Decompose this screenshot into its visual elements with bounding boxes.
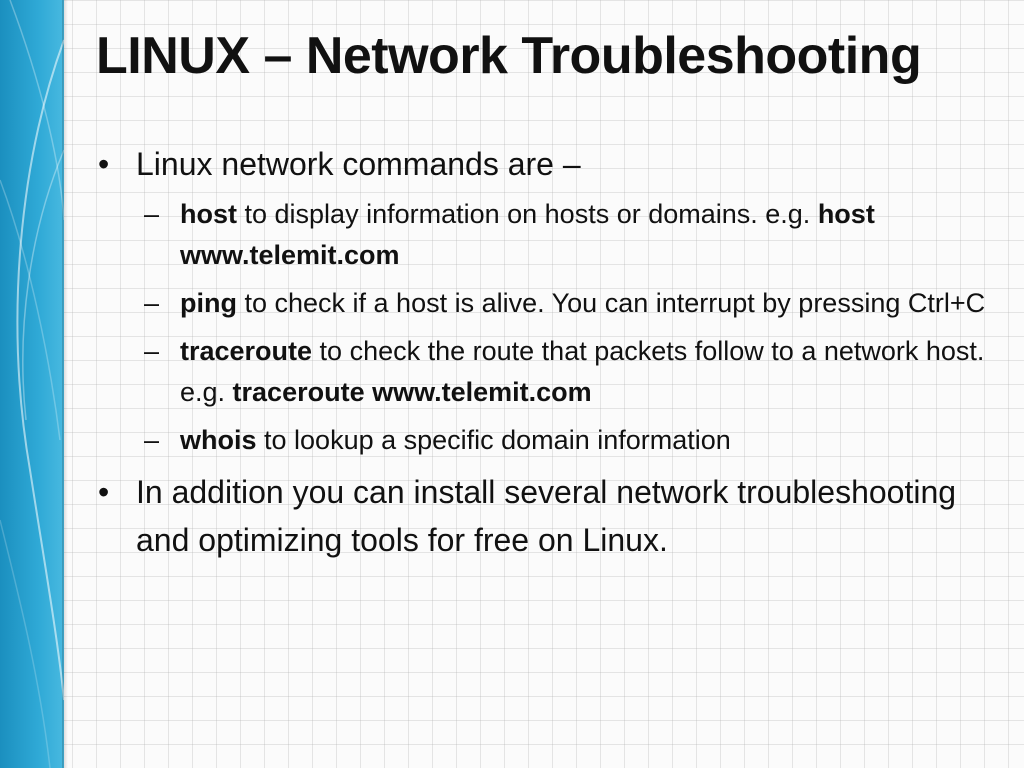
sub-item-dash: – bbox=[144, 288, 160, 318]
command-list: – host to display information on hosts o… bbox=[96, 194, 996, 461]
side-band-shadow bbox=[62, 0, 68, 768]
command-description: to lookup a specific domain information bbox=[256, 425, 731, 455]
sub-item-host: – host to display information on hosts o… bbox=[96, 194, 996, 276]
bullet-dot: • bbox=[98, 146, 110, 182]
sub-item-ping: – ping to check if a host is alive. You … bbox=[96, 283, 996, 324]
sub-item-dash: – bbox=[144, 336, 160, 366]
slide-content: • Linux network commands are – – host to… bbox=[96, 140, 996, 570]
bullet-additional-tools: • In addition you can install several ne… bbox=[96, 468, 996, 564]
command-description: to check the route that packets follow t… bbox=[180, 336, 985, 407]
side-band-graphic bbox=[0, 0, 64, 768]
command-description: to display information on hosts or domai… bbox=[237, 199, 818, 229]
sub-item-traceroute: – traceroute to check the route that pac… bbox=[96, 331, 996, 413]
command-name: traceroute bbox=[180, 336, 313, 366]
command-example: host www.telemit.com bbox=[180, 199, 875, 270]
bullet-dot: • bbox=[98, 474, 110, 510]
bullet-text: In addition you can install several netw… bbox=[136, 474, 957, 558]
sub-item-dash: – bbox=[144, 199, 160, 229]
command-name: ping bbox=[180, 288, 237, 318]
sub-item-dash: – bbox=[144, 425, 160, 455]
command-example: traceroute www.telemit.com bbox=[232, 377, 592, 407]
bullet-text: Linux network commands are – bbox=[136, 146, 581, 182]
command-name: whois bbox=[180, 425, 257, 455]
command-name: host bbox=[180, 199, 237, 229]
sub-item-whois: – whois to lookup a specific domain info… bbox=[96, 420, 996, 461]
decorative-side-band bbox=[0, 0, 64, 768]
bullet-network-commands: • Linux network commands are – bbox=[96, 140, 996, 188]
command-description: to check if a host is alive. You can int… bbox=[236, 288, 986, 318]
slide-title: LINUX – Network Troubleshooting bbox=[96, 27, 922, 85]
